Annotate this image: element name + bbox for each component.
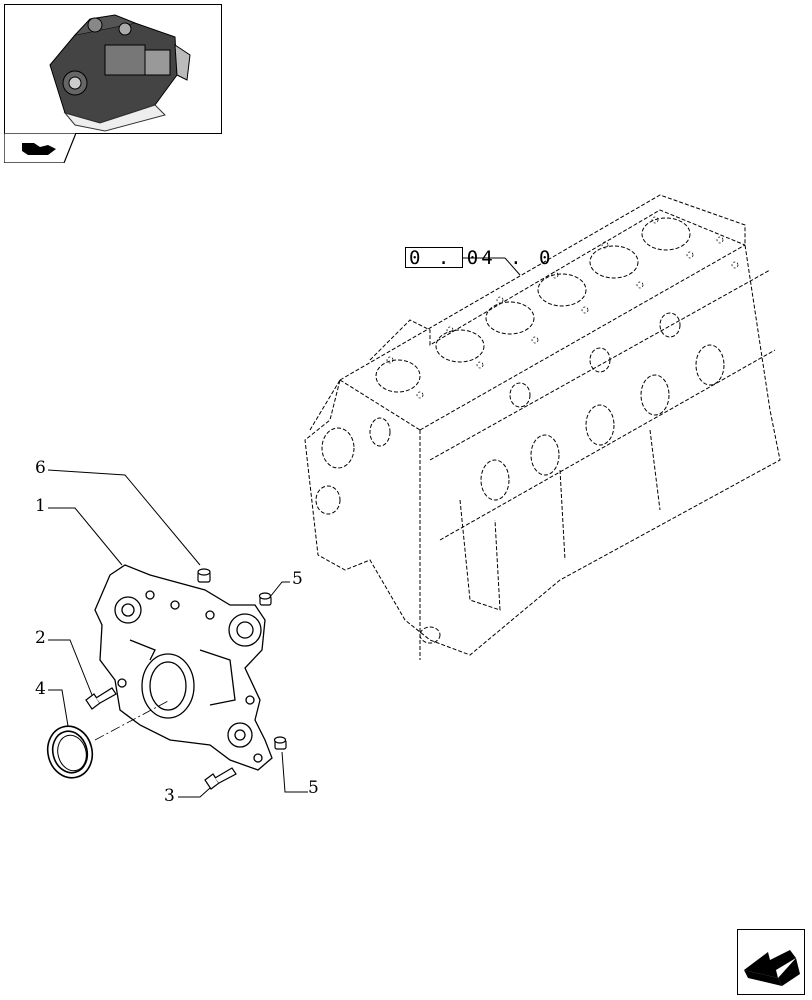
callout-1: 1 xyxy=(35,496,46,516)
engine-thumbnail[interactable] xyxy=(4,4,222,134)
callout-5-lower: 5 xyxy=(308,778,319,798)
plug-part-5b xyxy=(273,736,287,750)
thumbnail-tab[interactable] xyxy=(3,132,77,164)
next-page-button[interactable] xyxy=(737,929,805,995)
timing-cover-part xyxy=(94,564,273,771)
reference-code: 0 . 04 . 0 xyxy=(409,247,554,269)
screw-part-2 xyxy=(85,687,117,710)
screw-part-3 xyxy=(204,767,237,790)
callout-3: 3 xyxy=(164,786,175,806)
engine-thumbnail-icon xyxy=(49,14,191,132)
reference-box[interactable] xyxy=(405,247,463,268)
plug-part-6 xyxy=(197,568,211,583)
next-page-arrow-icon xyxy=(744,950,800,986)
callout-2: 2 xyxy=(35,628,46,648)
engine-block-phantom xyxy=(304,194,781,660)
crankshaft-seal-part xyxy=(46,725,94,779)
callout-6: 6 xyxy=(35,458,46,478)
callout-5-upper: 5 xyxy=(292,569,303,589)
plug-part-5a xyxy=(258,592,272,606)
callout-4: 4 xyxy=(35,679,46,699)
